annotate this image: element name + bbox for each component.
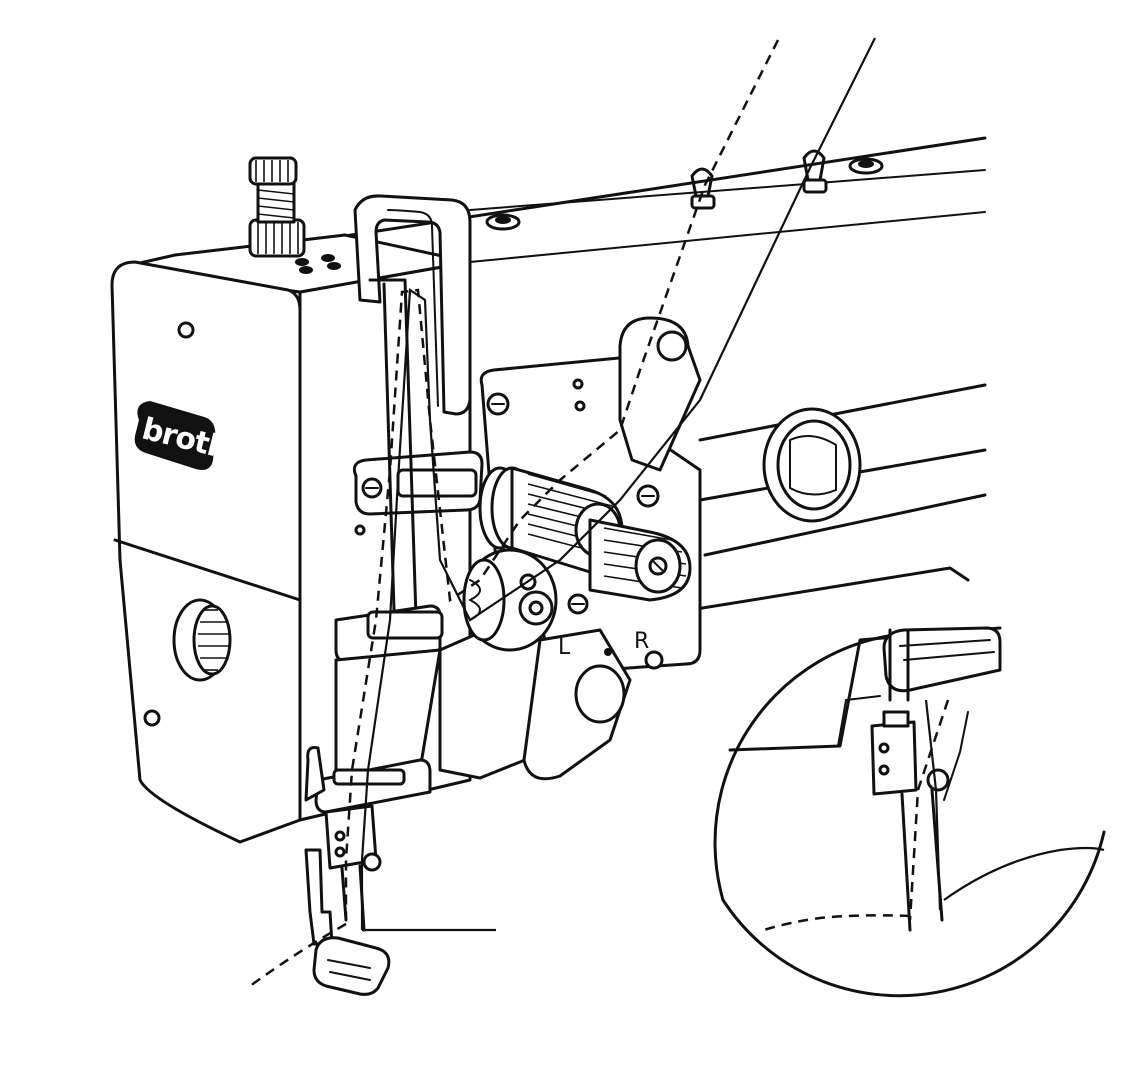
face-side-knob[interactable]: [172, 598, 232, 682]
presser-foot: [304, 848, 391, 996]
tension-thread-guide-arm: [618, 316, 702, 472]
arm-thread-guide-right: [802, 149, 828, 194]
needle-clamp: [324, 804, 382, 872]
dial-right-label: R: [634, 629, 649, 654]
machine-head: [110, 233, 488, 844]
thread-take-up-lever: [353, 194, 472, 416]
arm-oil-window: [762, 407, 862, 523]
needle-bar-upper-guide: [352, 450, 484, 516]
solid-thread-path: [360, 37, 876, 932]
pressure-regulator-knob[interactable]: [248, 156, 306, 258]
stitch-adjust-lever[interactable]: L R: [522, 628, 649, 781]
zoom-detail-inset: [713, 626, 1106, 998]
dial-left-label: L: [558, 635, 571, 660]
thread-check-spring: [462, 548, 558, 652]
arm-thread-guide-left: [690, 167, 716, 210]
tension-disc-right[interactable]: [588, 518, 692, 602]
dashed-thread-path: [249, 39, 780, 988]
